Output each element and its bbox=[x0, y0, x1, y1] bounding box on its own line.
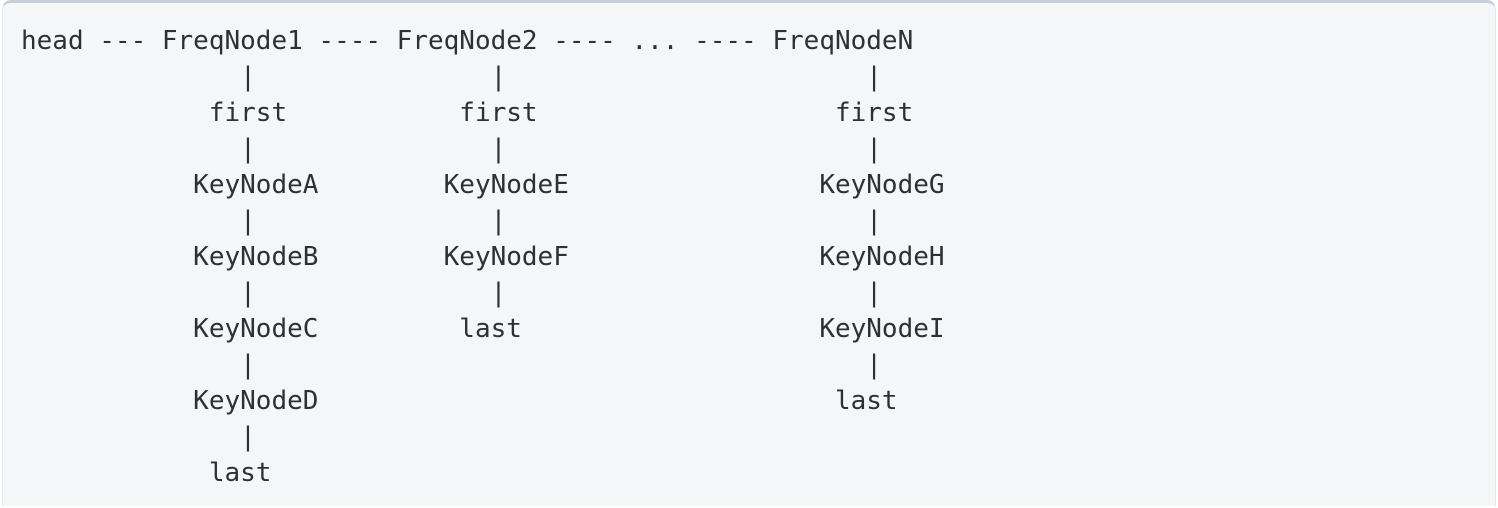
ascii-linked-list-diagram: head --- FreqNode1 ---- FreqNode2 ---- .… bbox=[21, 26, 945, 488]
